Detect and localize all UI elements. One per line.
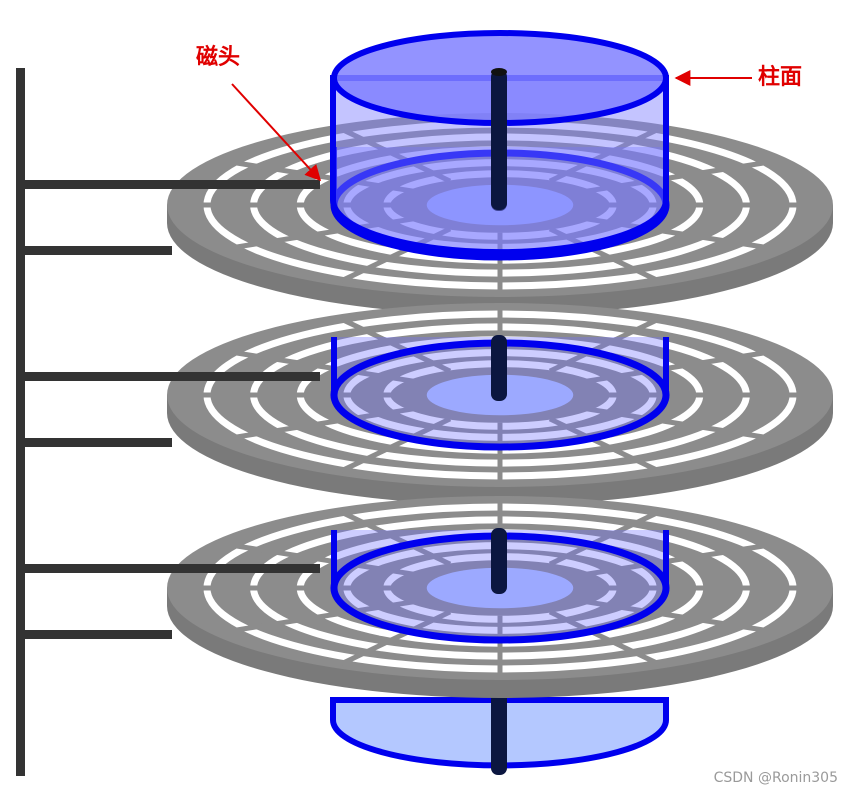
platter-3 (167, 496, 833, 698)
sector-divider (340, 127, 452, 184)
sector-divider (586, 216, 775, 252)
head-label-group: 磁头 (196, 44, 322, 182)
platter-2 (167, 303, 833, 505)
actuator-arm (16, 68, 320, 776)
sector-divider (340, 609, 452, 666)
head-arm-3-upper (22, 564, 320, 573)
sector-divider (548, 609, 660, 666)
sector-divider (340, 510, 452, 567)
sector-divider (586, 599, 775, 635)
head-arm-2-upper (22, 372, 320, 381)
sector-divider (548, 127, 660, 184)
sector-divider (548, 226, 660, 283)
sector-divider (548, 317, 660, 374)
spindle-segment (491, 528, 507, 594)
spindle-top (491, 70, 507, 210)
sector-divider (225, 541, 414, 577)
sector-divider (340, 317, 452, 374)
sector-divider (225, 348, 414, 384)
sector-divider (225, 216, 414, 252)
sector-divider (548, 416, 660, 473)
cylinder-label-group: 柱面 (674, 64, 802, 90)
head-pointer-arrow (231, 83, 322, 182)
sector-divider (548, 510, 660, 567)
head-arm-2-lower (22, 438, 172, 447)
sector-divider (586, 406, 775, 442)
spindle-cap (491, 68, 507, 76)
actuator-post (16, 68, 25, 776)
cylinder-label: 柱面 (758, 64, 802, 90)
spindle-bottom (491, 690, 507, 775)
head-arm-1-upper (22, 180, 320, 189)
sector-divider (586, 158, 775, 194)
sector-divider (340, 416, 452, 473)
sector-divider (225, 406, 414, 442)
sector-divider (225, 599, 414, 635)
spindle-segment (491, 335, 507, 401)
sector-divider (586, 348, 775, 384)
head-label: 磁头 (196, 44, 240, 70)
head-arm-1-lower (22, 246, 172, 255)
watermark: CSDN @Ronin305 (714, 770, 838, 786)
sector-divider (340, 226, 452, 283)
sector-divider (586, 541, 775, 577)
head-arm-3-lower (22, 630, 172, 639)
